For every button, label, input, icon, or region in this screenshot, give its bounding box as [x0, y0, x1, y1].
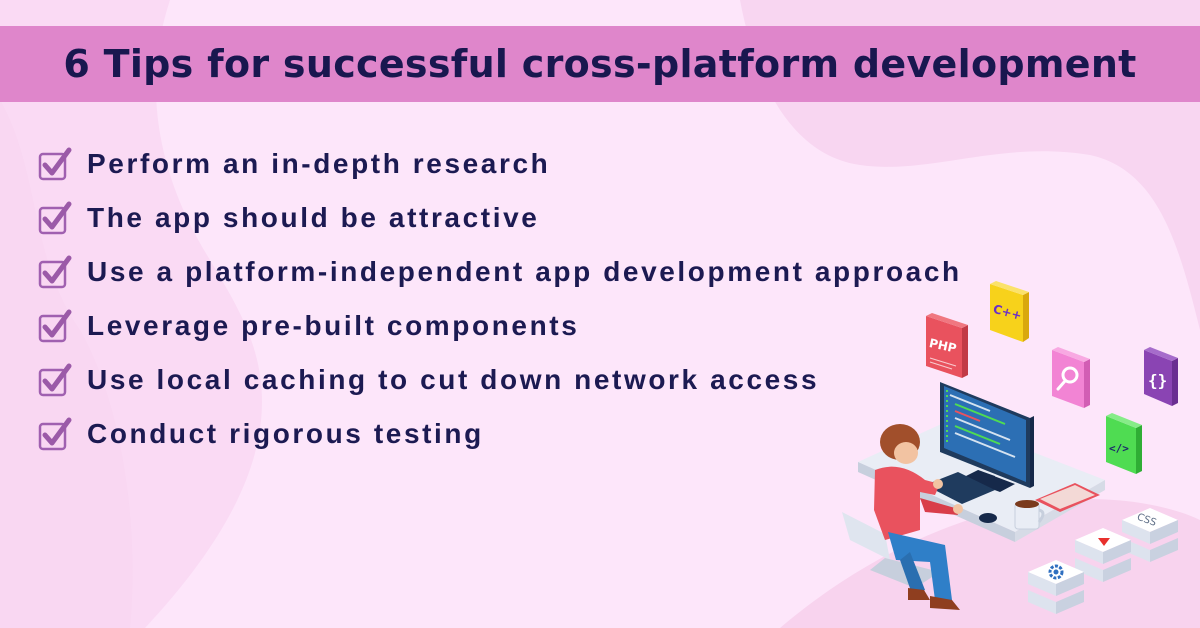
svg-text:PHP: PHP [928, 336, 958, 355]
svg-text:</>: </> [1109, 442, 1129, 455]
tips-list: Perform an in-depth research The app sho… [37, 137, 962, 461]
gear-block-icon [1028, 560, 1084, 614]
tip-label: The app should be attractive [87, 202, 540, 233]
tip-item: Use a platform-independent app developme… [37, 245, 962, 299]
play-block-icon [1075, 528, 1131, 582]
checkbox-checked-icon [38, 309, 72, 343]
search-tile-icon [1052, 347, 1090, 408]
tip-label: Leverage pre-built components [87, 310, 580, 341]
checkbox-checked-icon [38, 417, 72, 451]
code-tile-icon: </> [1106, 413, 1142, 474]
tip-label: Use local caching to cut down network ac… [87, 364, 820, 395]
tip-item: Use local caching to cut down network ac… [37, 353, 962, 407]
coffee-mug [1014, 500, 1045, 530]
cpp-tile-icon: C++ [990, 281, 1029, 342]
checkbox-checked-icon [38, 201, 72, 235]
tip-item: Perform an in-depth research [37, 137, 962, 191]
css-block-icon: CSS [1122, 508, 1178, 562]
checkbox-checked-icon [38, 363, 72, 397]
notebook [1035, 483, 1100, 512]
developer-illustration: PHP C++ {} </> [842, 281, 1178, 614]
mouse [979, 513, 997, 523]
title-banner: 6 Tips for successful cross-platform dev… [0, 26, 1200, 102]
svg-text:{}: {} [1148, 371, 1167, 390]
developer-person [874, 424, 963, 610]
tip-item: The app should be attractive [37, 191, 962, 245]
tip-label: Perform an in-depth research [87, 148, 551, 179]
tip-item: Conduct rigorous testing [37, 407, 962, 461]
tip-label: Use a platform-independent app developme… [87, 256, 962, 287]
monitor [940, 382, 1034, 492]
php-tile-icon: PHP [926, 313, 968, 378]
keyboard [925, 472, 995, 504]
braces-tile-icon: {} [1144, 347, 1178, 406]
checkbox-checked-icon [38, 255, 72, 289]
tip-item: Leverage pre-built components [37, 299, 962, 353]
page-title: 6 Tips for successful cross-platform dev… [63, 42, 1137, 86]
checkbox-checked-icon [38, 147, 72, 181]
tip-label: Conduct rigorous testing [87, 418, 484, 449]
